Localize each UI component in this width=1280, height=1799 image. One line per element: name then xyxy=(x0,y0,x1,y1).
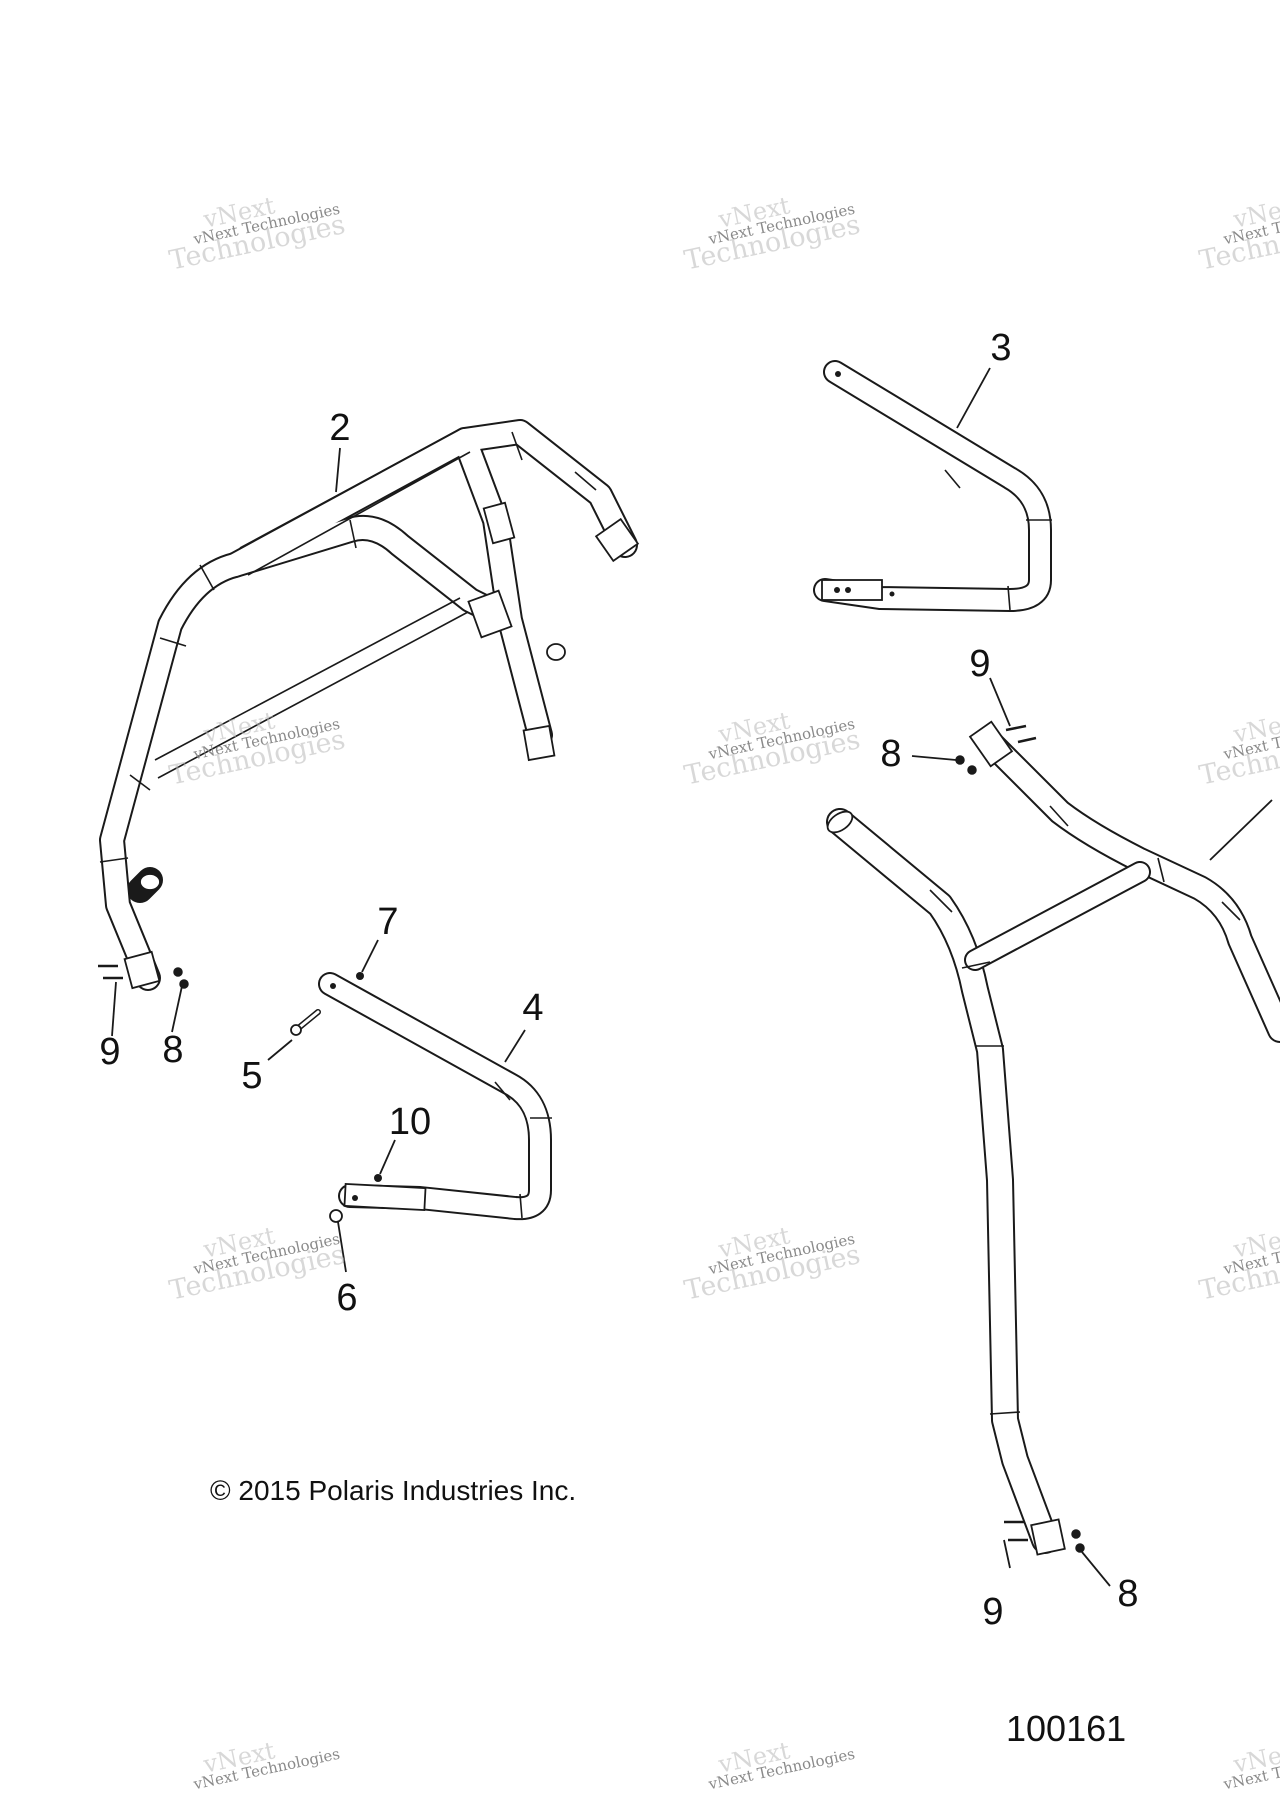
callout-8-bottom: 8 xyxy=(1117,1573,1139,1615)
part-2-front-cage xyxy=(98,419,640,991)
callout-7: 7 xyxy=(377,901,399,943)
callout-5: 5 xyxy=(241,1055,263,1097)
callout-8-left: 8 xyxy=(162,1029,184,1071)
callout-9-left: 9 xyxy=(99,1031,121,1073)
callout-8-top: 8 xyxy=(880,733,902,775)
part-1-rear-cage xyxy=(111,677,1280,1587)
callout-4: 4 xyxy=(522,987,544,1029)
callout-3: 3 xyxy=(990,327,1012,369)
figure-number: 100161 xyxy=(1006,1708,1127,1749)
callout-10: 10 xyxy=(388,1101,432,1143)
copyright-notice: © 2015 Polaris Industries Inc. xyxy=(210,1475,577,1506)
part-4-lower-bar xyxy=(267,939,552,1273)
callout-6: 6 xyxy=(336,1277,358,1319)
callout-9-bottom: 9 xyxy=(982,1591,1004,1633)
part-3-upper-bar xyxy=(813,360,1052,612)
callout-9-top: 9 xyxy=(969,643,991,685)
callout-2: 2 xyxy=(329,407,351,449)
